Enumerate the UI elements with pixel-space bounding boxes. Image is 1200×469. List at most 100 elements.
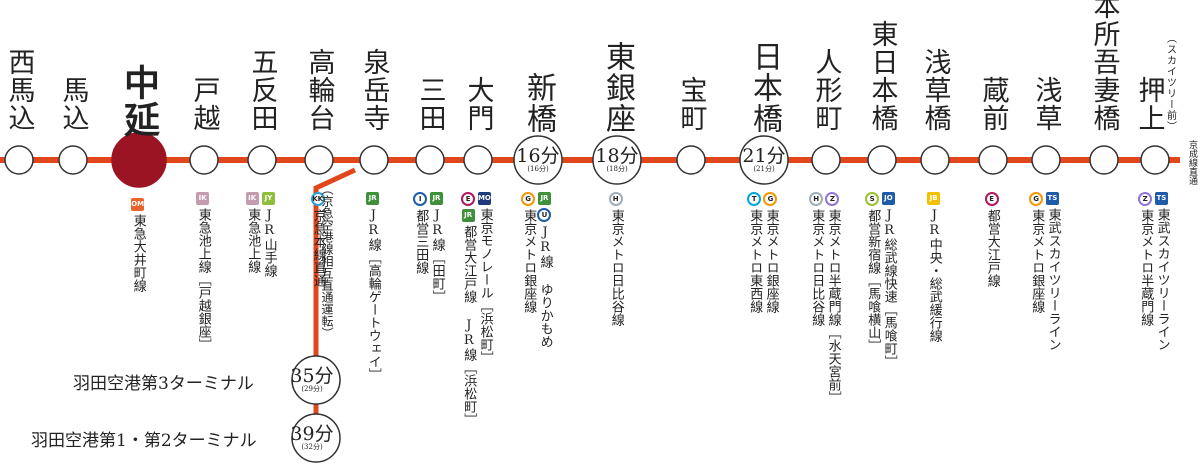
terminal-label-1-2: 羽田空港第1・第2ターミナル bbox=[31, 431, 257, 451]
station-marker-4[interactable] bbox=[247, 145, 277, 175]
transfer-line: H 東京メトロ日比谷線 bbox=[608, 192, 624, 326]
transfer-line: G 東京メトロ銀座線 bbox=[1029, 192, 1045, 313]
station-marker-1[interactable] bbox=[58, 145, 88, 175]
station-marker-10[interactable] bbox=[592, 135, 642, 185]
station-marker-0[interactable] bbox=[4, 145, 34, 175]
station-marker-16[interactable] bbox=[978, 145, 1008, 175]
station-name-11: 宝町 bbox=[661, 0, 721, 132]
station-name-15: 浅草橋 bbox=[905, 0, 965, 132]
terminal-label-3: 羽田空港第3ターミナル bbox=[73, 374, 254, 394]
line-badge: H bbox=[608, 192, 623, 206]
station-marker-13[interactable] bbox=[811, 145, 841, 175]
line-badge: IK bbox=[196, 192, 210, 205]
line-badge: JR bbox=[461, 209, 475, 222]
station-marker-15[interactable] bbox=[920, 145, 950, 175]
station-name-text: 五反田 bbox=[246, 48, 278, 132]
station-name-17: 浅草 bbox=[1016, 0, 1076, 132]
line-badge: H bbox=[809, 192, 824, 206]
station-name-text: 三田 bbox=[414, 76, 446, 132]
station-marker-2[interactable] bbox=[111, 132, 167, 188]
line-badge: KK bbox=[310, 192, 325, 206]
station-name-14: 東日本橋 bbox=[852, 0, 912, 132]
line-name: JR中央・総武緩行線 bbox=[926, 208, 942, 342]
station-name-text: 日本橋 bbox=[747, 41, 782, 134]
line-name: 都営大江戸線 JR線［浜松町］ bbox=[461, 225, 477, 426]
line-badge: G bbox=[1029, 192, 1044, 206]
line-badge: G bbox=[763, 192, 778, 206]
station-name-13: 人形町 bbox=[796, 0, 856, 132]
station-name-text: 戸越 bbox=[188, 76, 220, 132]
station-marker-11[interactable] bbox=[676, 145, 706, 175]
line-name: JR線［田町］ bbox=[429, 208, 445, 303]
station-name-text: 泉岳寺 bbox=[358, 48, 390, 132]
line-name: 東急池上線［戸越銀座］ bbox=[195, 208, 211, 351]
station-name-4: 五反田 bbox=[232, 0, 292, 132]
through-service-note: 京成線直通 bbox=[1187, 140, 1197, 185]
station-marker-18[interactable] bbox=[1089, 145, 1119, 175]
station-name-text: 人形町 bbox=[810, 48, 842, 132]
transfer-line: I 都営三田線 bbox=[413, 192, 429, 274]
station-marker-9[interactable] bbox=[513, 135, 563, 185]
line-name: 東急大井町線 bbox=[130, 214, 146, 292]
line-badge: T bbox=[747, 192, 762, 206]
station-name-text: 宝町 bbox=[675, 76, 707, 132]
line-name: JR線［高輪ゲートウェイ］ bbox=[365, 208, 381, 381]
station-name-6: 泉岳寺 bbox=[344, 0, 404, 132]
station-name-text: 浅草橋 bbox=[919, 48, 951, 132]
line-badge: Z bbox=[825, 192, 840, 206]
station-name-note: （スカイツリー前） bbox=[1164, 33, 1176, 132]
station-marker-17[interactable] bbox=[1031, 145, 1061, 175]
station-name-0: 西馬込 bbox=[0, 0, 49, 132]
terminal-marker-1[interactable] bbox=[291, 413, 341, 463]
line-name: 都営三田線 bbox=[413, 209, 429, 274]
station-name-text: 浅草 bbox=[1030, 76, 1062, 132]
line-name: 東京メトロ銀座線 bbox=[1029, 209, 1045, 313]
line-badge: JO bbox=[881, 192, 895, 205]
station-name-text: 東銀座 bbox=[600, 41, 635, 134]
station-marker-12[interactable] bbox=[739, 135, 789, 185]
line-badge: OM bbox=[131, 198, 145, 211]
station-name-text: 東日本橋 bbox=[866, 20, 898, 132]
station-marker-14[interactable] bbox=[867, 145, 897, 175]
station-marker-6[interactable] bbox=[359, 145, 389, 175]
station-marker-7[interactable] bbox=[415, 145, 445, 175]
line-badge: Z bbox=[1138, 192, 1153, 206]
line-name: 東武スカイツリーライン bbox=[1154, 208, 1170, 351]
station-marker-3[interactable] bbox=[189, 145, 219, 175]
transfer-line: IK 東急池上線［戸越銀座］ bbox=[195, 192, 211, 351]
terminal-marker-0[interactable] bbox=[291, 355, 341, 405]
station-marker-19[interactable] bbox=[1140, 145, 1170, 175]
station-name-9: 新橋 bbox=[508, 0, 568, 134]
station-marker-8[interactable] bbox=[463, 145, 493, 175]
station-name-18: 本所吾妻橋 bbox=[1074, 0, 1134, 132]
station-name-8: 大門 bbox=[448, 0, 508, 132]
line-name: 東京メトロ日比谷線 bbox=[608, 209, 624, 326]
station-name-text: 中延 bbox=[118, 64, 160, 138]
transfer-line: OM 東急大井町線 bbox=[130, 198, 146, 292]
line-name: 東京メトロ半蔵門線［水天宮前］ bbox=[825, 209, 841, 404]
line-badge: JR bbox=[537, 192, 551, 205]
line-name: 都営新宿線［馬喰横山］ bbox=[865, 209, 881, 352]
line-badge: I bbox=[413, 192, 428, 206]
transfer-group-3: IK 東急池上線［戸越銀座］ bbox=[195, 192, 211, 351]
station-marker-5[interactable] bbox=[304, 145, 334, 175]
station-name-text: 馬込 bbox=[57, 76, 89, 132]
station-name-16: 蔵前 bbox=[963, 0, 1023, 132]
line-badge: JY bbox=[261, 192, 275, 205]
line-badge: MO bbox=[477, 192, 491, 205]
